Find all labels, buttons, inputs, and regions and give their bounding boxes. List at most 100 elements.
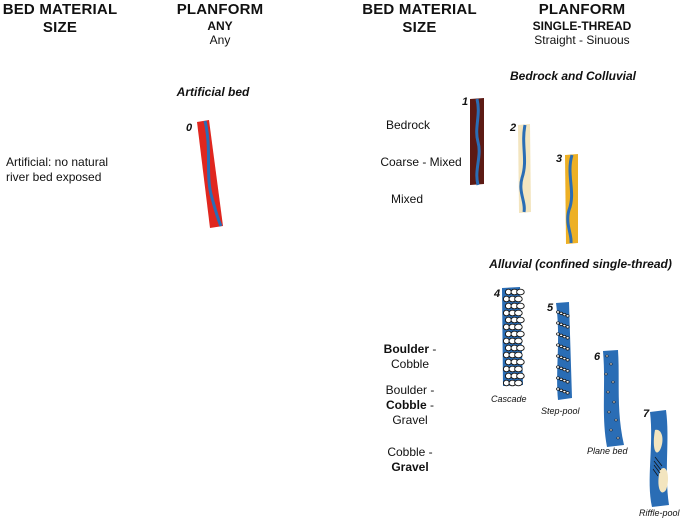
step-stone <box>556 365 560 369</box>
material-coarse-mixed: Coarse - Mixed <box>380 155 462 169</box>
cascade-stone <box>516 288 525 296</box>
step-stone <box>562 324 567 328</box>
step-stone <box>559 366 564 370</box>
step-stone <box>565 391 570 395</box>
step-stone <box>559 311 564 315</box>
channel-3-mixed <box>565 154 578 244</box>
step-stone <box>559 333 564 337</box>
right-planform-header: PLANFORM SINGLE-THREAD Straight - Sinuou… <box>512 1 652 47</box>
cascade-stone <box>516 358 525 366</box>
cascade-stone <box>516 372 525 380</box>
step-stone <box>559 377 564 381</box>
material-boulder-bold: Boulder <box>383 342 429 356</box>
channel-5-step-pool <box>556 302 572 400</box>
channel-number-6: 6 <box>594 351 601 363</box>
right-planform-title: PLANFORM <box>538 1 626 18</box>
artificial-material-label-line1: Artificial: no natural <box>6 155 109 169</box>
cascade-stone <box>514 379 523 387</box>
material-boulder-dash: - <box>429 342 437 356</box>
cascade-stones <box>502 288 525 387</box>
cascade-stone <box>516 302 525 310</box>
channel-0-artificial <box>197 120 223 228</box>
cascade-stone <box>514 351 523 359</box>
step-stone <box>562 346 567 350</box>
channel-number-7: 7 <box>643 408 650 420</box>
left-bed-material-header-line2: SIZE <box>42 19 78 36</box>
step-stone <box>559 344 564 348</box>
step-stone <box>562 368 567 372</box>
channel-number-4: 4 <box>494 288 501 300</box>
step-stone <box>562 357 567 361</box>
cascade-stone <box>504 316 512 324</box>
material-boulder-line: Boulder - <box>385 383 435 397</box>
material-cobble-line: Cobble - <box>370 398 450 413</box>
step-pool-stones <box>556 310 570 395</box>
right-bed-material-header-line2: SIZE <box>402 19 437 36</box>
channel-number-1: 1 <box>462 96 469 108</box>
plane-stone <box>611 380 615 384</box>
cascade-stone <box>504 302 512 310</box>
cascade-stone <box>502 323 510 331</box>
step-stone <box>559 355 564 359</box>
caption-riffle-pool: Riffle-pool <box>639 508 680 518</box>
left-bed-material-header: BED MATERIAL SIZE <box>0 1 120 37</box>
channel-number-3: 3 <box>556 153 563 165</box>
right-planform-sub: Straight - Sinuous <box>534 33 630 47</box>
step-stone <box>562 335 567 339</box>
artificial-material-label: Artificial: no natural river bed exposed <box>6 155 146 185</box>
material-bedrock: Bedrock <box>385 118 431 132</box>
step-stone <box>565 314 570 318</box>
step-stone <box>556 354 560 358</box>
cascade-stone <box>502 295 510 303</box>
plane-bed-stones <box>604 354 620 440</box>
step-stone <box>556 387 560 391</box>
cascade-stone <box>502 365 510 373</box>
cascade-stone <box>502 351 510 359</box>
caption-cascade: Cascade <box>491 394 527 404</box>
right-bed-material-header-line1: BED MATERIAL <box>362 1 477 18</box>
material-boulder-cobble-line1: Boulder - <box>370 342 450 357</box>
artificial-bed-title: Artificial bed <box>176 85 250 99</box>
cascade-stone <box>504 288 512 296</box>
cascade-stone <box>514 337 523 345</box>
right-planform-type: SINGLE-THREAD <box>532 19 632 33</box>
left-bed-material-header-line1: BED MATERIAL <box>2 1 118 18</box>
step-stone <box>565 347 570 351</box>
cascade-stone <box>504 330 512 338</box>
bedrock-colluvial-title: Bedrock and Colluvial <box>509 69 637 83</box>
step-stone <box>562 379 567 383</box>
step-stone <box>556 376 560 380</box>
step-stone <box>565 325 570 329</box>
channel-1-bedrock <box>470 98 484 186</box>
material-cobble-gravel: Cobble - Gravel <box>370 445 450 475</box>
step-stone <box>565 336 570 340</box>
step-stone <box>562 313 567 317</box>
left-planform-title: PLANFORM <box>176 1 264 18</box>
channel-2-coarse-mixed <box>518 124 531 213</box>
plane-stone <box>605 354 609 358</box>
plane-stone <box>606 390 610 394</box>
cascade-stone <box>504 344 512 352</box>
caption-plane-bed: Plane bed <box>587 446 628 456</box>
cascade-stone <box>514 323 523 331</box>
cascade-stone <box>514 309 523 317</box>
cascade-stone <box>516 316 525 324</box>
step-stone <box>565 380 570 384</box>
plane-stone <box>604 372 608 376</box>
alluvial-title: Alluvial (confined single-thread) <box>489 257 672 271</box>
riffle-lines <box>652 456 663 477</box>
plane-stone <box>609 428 613 432</box>
cascade-stone <box>504 372 512 380</box>
material-boulder-cobble: Boulder - Cobble <box>370 342 450 372</box>
plane-stone <box>607 410 611 414</box>
step-stone <box>565 358 570 362</box>
plane-stone <box>609 362 613 366</box>
artificial-material-label-line2: river bed exposed <box>6 170 102 184</box>
step-stone <box>556 343 560 347</box>
cascade-stone <box>516 344 525 352</box>
cascade-stone <box>504 358 512 366</box>
step-stone <box>556 332 560 336</box>
step-stone <box>559 388 564 392</box>
material-mixed: Mixed <box>390 192 423 206</box>
material-boulder-cobble-gravel: Boulder - Cobble - Gravel <box>370 383 450 428</box>
